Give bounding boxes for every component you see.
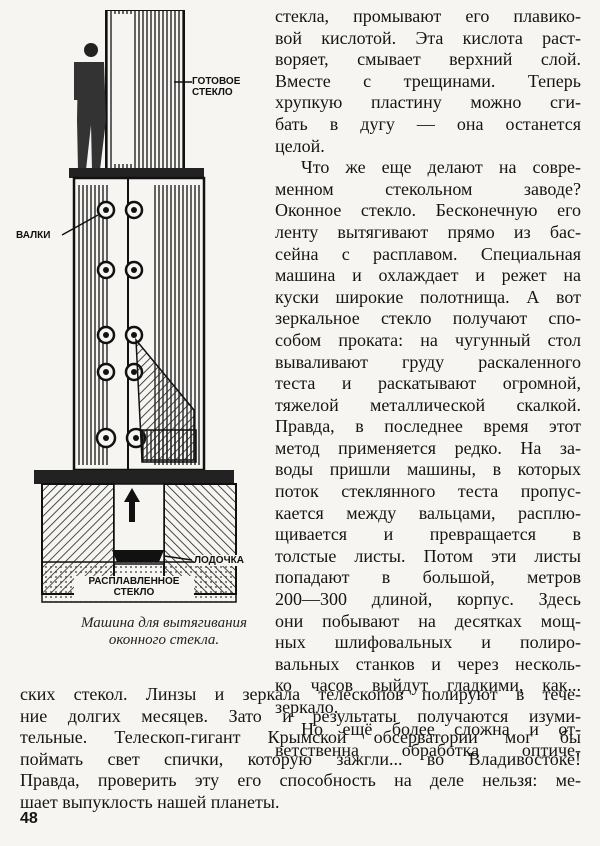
text-line: шает выпуклость нашей планеты. <box>20 791 280 812</box>
label-ready-glass: ГОТОВОЕ СТЕКЛО <box>192 76 252 98</box>
label-rollers: ВАЛКИ <box>16 230 51 241</box>
text-line: зеркальное стекло получают спо- <box>275 308 581 329</box>
text-line: метод применяется редко. На за- <box>275 437 581 458</box>
text-line: щивается и превращается в <box>275 524 581 545</box>
text-line: собом проката: на чугунный стол <box>275 329 581 350</box>
text-line: ветственна обработка оптиче- <box>275 740 581 761</box>
text-line: поток стеклянного теста пропус- <box>275 481 581 502</box>
text-line: они побывают на десятках мощ- <box>275 610 581 631</box>
text-line: ленту вытягивают прямо из бас- <box>275 221 581 242</box>
text-line: стекла, промывают его плавико- <box>275 6 581 26</box>
text-line: целой. <box>275 135 325 156</box>
caption-line: оконного стекла. <box>108 632 220 648</box>
text-line: вой кислотой. Эта кислота раст- <box>275 27 581 48</box>
text-line: Что же еще делают на совре- <box>301 157 581 178</box>
text-line: кается между вальцами, расплю- <box>275 502 581 523</box>
text-full-width: ских стекол. Линзы и зеркала телескопов … <box>20 684 581 814</box>
label-molten-glass: РАСПЛАВЛЕННОЕ СТЕКЛО <box>74 576 194 598</box>
text-line: ных шлифовальных и полиро- <box>275 632 581 653</box>
text-line: Правда, в последнее время этот <box>275 416 581 437</box>
text-line: бать в дугу — она останется <box>275 113 581 134</box>
text-line: воды пришли машины, в которых <box>275 459 581 480</box>
text-line: вываливают груду раскаленного <box>275 351 581 372</box>
machine-illustration <box>34 10 237 603</box>
page-number: 48 <box>20 810 38 827</box>
caption-line: Машина для вытягивания <box>81 615 247 631</box>
text-line: тельные. Телескоп-гигант Крымской обсерв… <box>20 727 581 748</box>
text-line: менном стекольном заводе? <box>275 178 581 199</box>
text-line: Оконное стекло. Бесконечную его <box>275 200 581 221</box>
text-line: сейна с расплавом. Специальная <box>275 243 581 264</box>
text-line: толстые листы. Потом эти листы <box>275 545 581 566</box>
text-line: ко часов выйдут гладкими, как... <box>275 675 581 696</box>
text-line: тяжелой металлической скалкой. <box>275 394 581 415</box>
text-line: ских стекол. Линзы и зеркала телескопов … <box>20 684 581 704</box>
text-line: хрупкую пластину можно сги- <box>275 92 581 113</box>
text-line: Вместе с трещинами. Теперь <box>275 70 581 91</box>
text-line: ние долгих месяцев. Зато и результаты по… <box>20 705 581 726</box>
text-line: воряет, смывает верхний слой. <box>275 49 581 70</box>
text-line: зеркало. <box>275 697 339 717</box>
glass-drawing-machine-figure: ГОТОВОЕ СТЕКЛО ВАЛКИ ЛОДОЧКА РАСПЛАВЛЕНН… <box>14 10 264 610</box>
text-line: куски широкие полотнища. А вот <box>275 286 581 307</box>
text-line: машина и охлаждает и режет на <box>275 265 581 286</box>
text-line: вальных станков и через несколь- <box>275 653 581 674</box>
text-line: Но ещё более сложна и от- <box>301 718 581 739</box>
text-line: 200—300 длиной, корпус. Здесь <box>275 589 581 610</box>
text-line: попадают в большой, метров <box>275 567 581 588</box>
text-line: Правда, проверить эту его способность на… <box>20 770 581 791</box>
text-column: стекла, промывают его плавико- вой кисло… <box>275 6 581 762</box>
figure-caption: Машина для вытягивания оконного стекла. <box>54 615 274 649</box>
text-line: теста и раскатывают огромной, <box>275 373 581 394</box>
text-line: поймать свет спички, которую зажгли... в… <box>20 748 581 769</box>
label-boat: ЛОДОЧКА <box>194 555 244 566</box>
